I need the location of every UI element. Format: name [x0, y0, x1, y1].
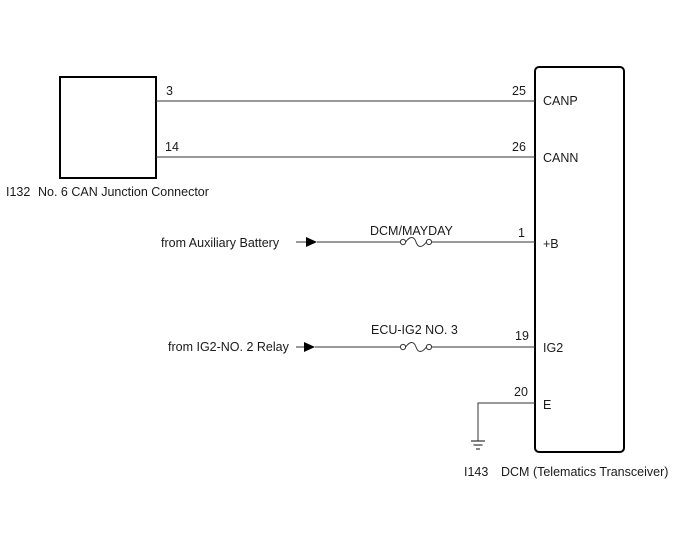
- aux-battery-arrow-icon: [306, 237, 317, 247]
- fuse-dcm-mayday-icon[interactable]: [399, 237, 433, 247]
- i132-pin-cann: 14: [165, 140, 179, 154]
- fuse-ecu-ig2-no3-label: ECU-IG2 NO. 3: [371, 323, 458, 337]
- i132-pin-canp: 3: [166, 84, 173, 98]
- fuse-ecu-ig2-no3-icon[interactable]: [399, 342, 433, 352]
- dcm-terminal-canp: CANP: [543, 94, 578, 108]
- dcm-pin-number-cann: 26: [512, 140, 526, 154]
- dcm-terminal-ig2: IG2: [543, 341, 563, 355]
- dcm-module-box[interactable]: [534, 66, 625, 453]
- dcm-pin-number-ig2: 19: [515, 329, 529, 343]
- source-ig2-relay-label: from IG2-NO. 2 Relay: [168, 340, 290, 354]
- dcm-terminal-e: E: [543, 398, 551, 412]
- i132-name-label: No. 6 CAN Junction Connector: [38, 185, 209, 199]
- i132-code-label: I132: [6, 185, 30, 199]
- ig2-relay-arrow-icon: [304, 342, 315, 352]
- source-aux-battery-label: from Auxiliary Battery: [161, 236, 280, 250]
- fuse-dcm-mayday-label: DCM/MAYDAY: [370, 224, 454, 238]
- dcm-pin-number-e: 20: [514, 385, 528, 399]
- ground-icon: [471, 440, 485, 450]
- dcm-code-label: I143: [464, 465, 488, 479]
- dcm-pin-number-plus-b: 1: [518, 226, 525, 240]
- dcm-pin-number-canp: 25: [512, 84, 526, 98]
- dcm-terminal-cann: CANN: [543, 151, 578, 165]
- i132-connector-box[interactable]: [59, 76, 157, 179]
- dcm-name-label: DCM (Telematics Transceiver): [501, 465, 668, 479]
- dcm-terminal-plus-b: +B: [543, 237, 559, 251]
- ground-wire: [477, 402, 535, 441]
